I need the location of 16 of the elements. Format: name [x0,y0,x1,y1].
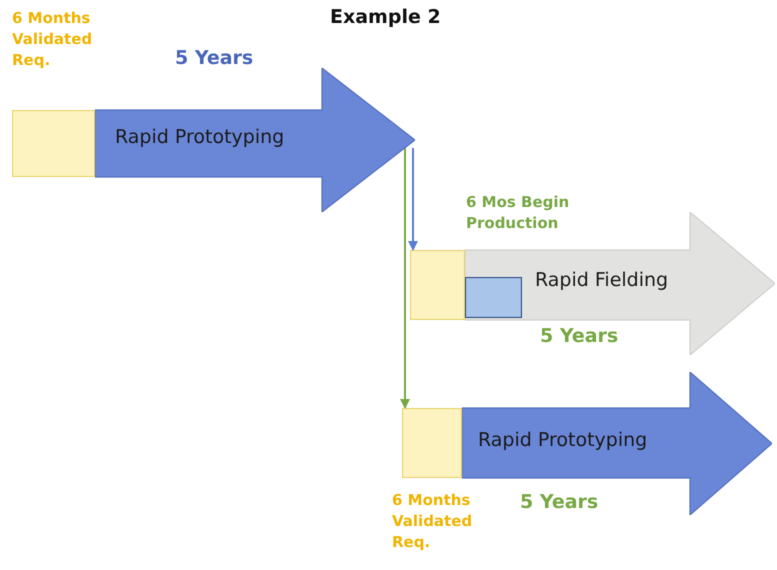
duration-label: 5 Years [520,492,598,513]
production-box [465,277,522,318]
note-label: 6 Months Validated Req. [12,8,94,71]
duration-label: 5 Years [540,326,618,347]
connector-arrow [400,148,410,409]
phase-label: Rapid Fielding [535,269,668,291]
title: Example 2 [330,6,441,28]
note-label: 6 Months Validated Req. [392,490,474,553]
phase-label: Rapid Prototyping [115,126,284,148]
phase-band [95,68,415,212]
phase-band [465,212,775,355]
connector-arrow [408,148,418,251]
requirement-box [12,110,95,177]
phase-label: Rapid Prototyping [478,429,648,451]
note-label: 6 Mos Begin Production [466,192,570,234]
duration-label: 5 Years [175,48,254,69]
